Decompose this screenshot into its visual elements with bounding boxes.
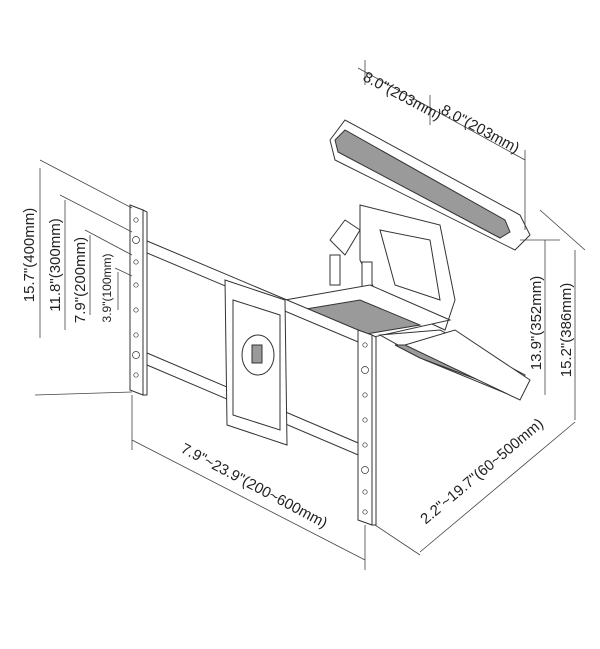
tv-bracket [129, 204, 377, 526]
dim-width-range: 7.9"~23.9"(200~600mm) [178, 440, 330, 532]
dimension-lines [34, 60, 586, 570]
dim-wall-plate-height: 13.9"(352mm) [528, 276, 545, 371]
wall-plate-and-arms [283, 119, 531, 401]
dim-vesa-top-right: 8.0"(203mm) [438, 102, 522, 157]
dim-extension-range: 2.2"~19.7"(60~500mm) [417, 415, 547, 528]
dim-height-300: 11.8"(300mm) [47, 218, 64, 311]
dim-height-400: 15.7"(400mm) [21, 208, 38, 303]
dim-overall-height: 15.2"(386mm) [558, 283, 575, 378]
dim-height-100: 3.9"(100mm) [100, 254, 114, 323]
dim-vesa-top-left: 8.0"(203mm) [360, 69, 444, 124]
dim-height-200: 7.9"(200mm) [72, 237, 89, 323]
